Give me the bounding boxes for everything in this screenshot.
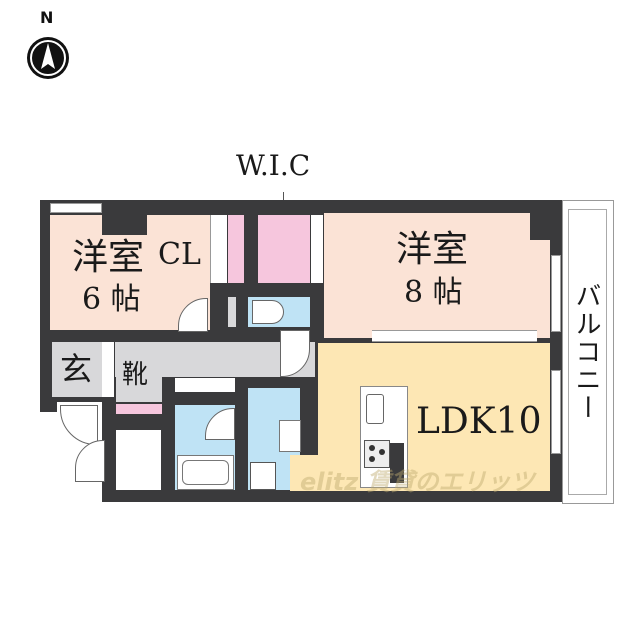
storage-box [116, 430, 161, 490]
closet [228, 215, 244, 283]
step [102, 342, 114, 397]
closet-door [210, 215, 227, 283]
entrance [52, 342, 102, 397]
bath-shelf [175, 378, 235, 392]
pillar [102, 210, 147, 235]
western-8-name: 洋室 [396, 229, 469, 270]
sink-icon [366, 394, 384, 424]
window-ldk [551, 370, 561, 454]
walk-in-closet [258, 215, 310, 283]
window-8 [551, 255, 561, 332]
north-label: N [40, 8, 54, 27]
western-room-8 [324, 213, 550, 338]
entrance-label: 玄 [60, 350, 93, 388]
western-8-size: 8 帖 [404, 275, 463, 310]
western-6-size: 6 帖 [82, 282, 141, 317]
sliding-door [372, 330, 537, 342]
shoe-box-label: 靴 [122, 360, 149, 390]
western-6-name: 洋室 [72, 237, 145, 278]
closet-label: CL [158, 237, 201, 272]
fridge-wall [390, 443, 404, 483]
north-arrow-icon [25, 35, 71, 81]
ldk-label: LDK10 [416, 401, 542, 442]
balcony [562, 200, 614, 504]
wic-door [311, 215, 323, 283]
wic-label: W.I.C [236, 149, 311, 182]
shoe-strip [116, 404, 162, 414]
washing-machine-icon [250, 462, 276, 490]
pillar-8 [530, 210, 552, 240]
ldk-lower [290, 455, 320, 491]
toilet-bowl-icon [252, 300, 284, 324]
storage-slot [228, 297, 236, 327]
ldk [318, 343, 550, 491]
watermark: elitz 賃貸のエリッツ [300, 468, 535, 496]
stove-icon [364, 440, 390, 468]
bathtub-icon [177, 455, 234, 490]
window-6 [50, 203, 102, 213]
washbasin-icon [279, 420, 301, 452]
balcony-label: バルコニー [571, 282, 601, 422]
shoe-box [116, 342, 162, 402]
